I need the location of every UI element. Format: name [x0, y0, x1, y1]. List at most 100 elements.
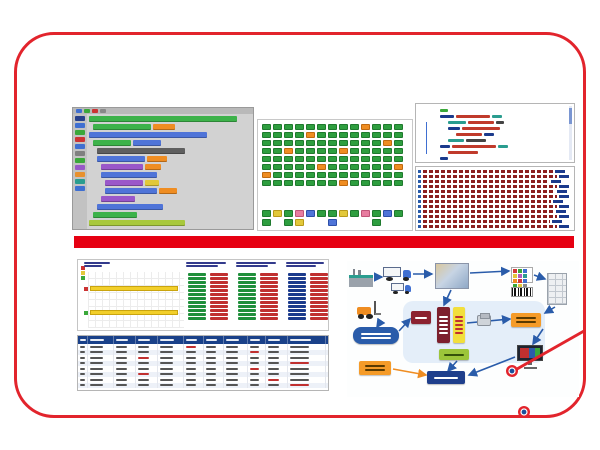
truck-icon	[383, 267, 411, 281]
block-row	[101, 196, 251, 202]
grid-node	[295, 124, 304, 130]
label-text	[444, 353, 464, 356]
log-marker	[418, 205, 421, 208]
value-left	[288, 277, 306, 280]
script-block	[101, 196, 135, 202]
grid-node	[394, 132, 403, 138]
block-row	[97, 148, 251, 154]
cell-text	[250, 345, 259, 348]
table-cell	[288, 366, 326, 372]
header-text	[236, 262, 276, 264]
grid-node	[394, 180, 403, 186]
value-left	[238, 301, 256, 304]
log-tail	[559, 195, 569, 198]
grid-row	[262, 210, 408, 217]
scrollbar-thumb	[569, 108, 572, 124]
log-tail	[555, 170, 565, 173]
cell-text	[116, 384, 127, 387]
cell-text	[226, 367, 238, 370]
numeric-row	[238, 277, 278, 280]
pixel	[513, 284, 517, 288]
grid-node	[350, 180, 359, 186]
grid-node	[328, 156, 337, 162]
photo-thumbnail	[435, 263, 469, 289]
log-tail	[559, 175, 569, 178]
log-marker	[418, 170, 421, 173]
cell-text	[160, 367, 173, 370]
script-block	[159, 188, 177, 194]
numeric-row	[288, 293, 328, 296]
cell-text	[290, 345, 309, 348]
header-label	[226, 338, 239, 342]
grid-node	[372, 132, 381, 138]
screenshot-code-editor	[415, 103, 575, 231]
grid-node	[295, 132, 304, 138]
label-text	[455, 316, 463, 318]
cell-text	[250, 373, 259, 376]
grid-node	[295, 172, 304, 178]
table-row	[78, 366, 328, 372]
cell-text	[268, 367, 279, 370]
log-text	[423, 175, 557, 178]
cell-text	[250, 378, 259, 381]
header-text	[236, 265, 268, 267]
value-left	[238, 313, 256, 316]
code-token	[448, 139, 464, 142]
grid-node	[317, 156, 326, 162]
table-cell	[224, 349, 248, 355]
log-text	[423, 210, 554, 213]
grid-node	[273, 210, 282, 217]
flow-arrow	[443, 289, 452, 307]
code-token	[440, 157, 448, 160]
cell-text	[90, 356, 103, 359]
value-left	[238, 277, 256, 280]
grid-node	[339, 180, 348, 186]
value-left	[188, 289, 206, 292]
value-right	[310, 281, 328, 284]
table-cell	[184, 349, 204, 355]
script-block	[105, 188, 157, 194]
log-marker	[418, 200, 421, 203]
cell-text	[90, 384, 103, 387]
grid-node	[317, 164, 326, 170]
grid-node	[350, 132, 359, 138]
grid-node	[273, 156, 282, 162]
table-cell	[248, 355, 266, 361]
grid-node	[306, 140, 315, 146]
block-row	[93, 140, 251, 146]
grid-node	[306, 180, 315, 186]
code-line	[448, 127, 566, 130]
table-cell	[266, 355, 288, 361]
flow-box-orange-right	[511, 313, 541, 327]
numeric-row	[288, 281, 328, 284]
cell-text	[290, 367, 309, 370]
label-text	[516, 321, 536, 323]
table-cell	[248, 377, 266, 383]
table-header-cell	[266, 336, 288, 344]
grid-node	[383, 164, 392, 170]
status-marker	[81, 266, 85, 270]
cell-text	[186, 367, 196, 370]
palette-block	[75, 165, 85, 170]
log-tail	[557, 190, 567, 193]
grid-node	[284, 180, 293, 186]
cell-text	[80, 351, 85, 354]
numeric-row	[238, 301, 278, 304]
grid-node	[350, 140, 359, 146]
grid-node	[273, 180, 282, 186]
label-text	[364, 369, 386, 371]
cell-text	[80, 378, 85, 381]
script-block	[93, 124, 151, 130]
grid-node	[317, 124, 326, 130]
log-line	[418, 215, 572, 218]
table-cell	[158, 371, 184, 377]
palette-block	[75, 151, 85, 156]
value-right	[210, 305, 228, 308]
log-tail	[553, 200, 563, 203]
header-text	[286, 265, 316, 267]
code-token	[448, 151, 478, 154]
header-label	[138, 338, 150, 342]
script-block	[89, 116, 237, 122]
cell-text	[250, 362, 259, 365]
numeric-row	[188, 301, 228, 304]
